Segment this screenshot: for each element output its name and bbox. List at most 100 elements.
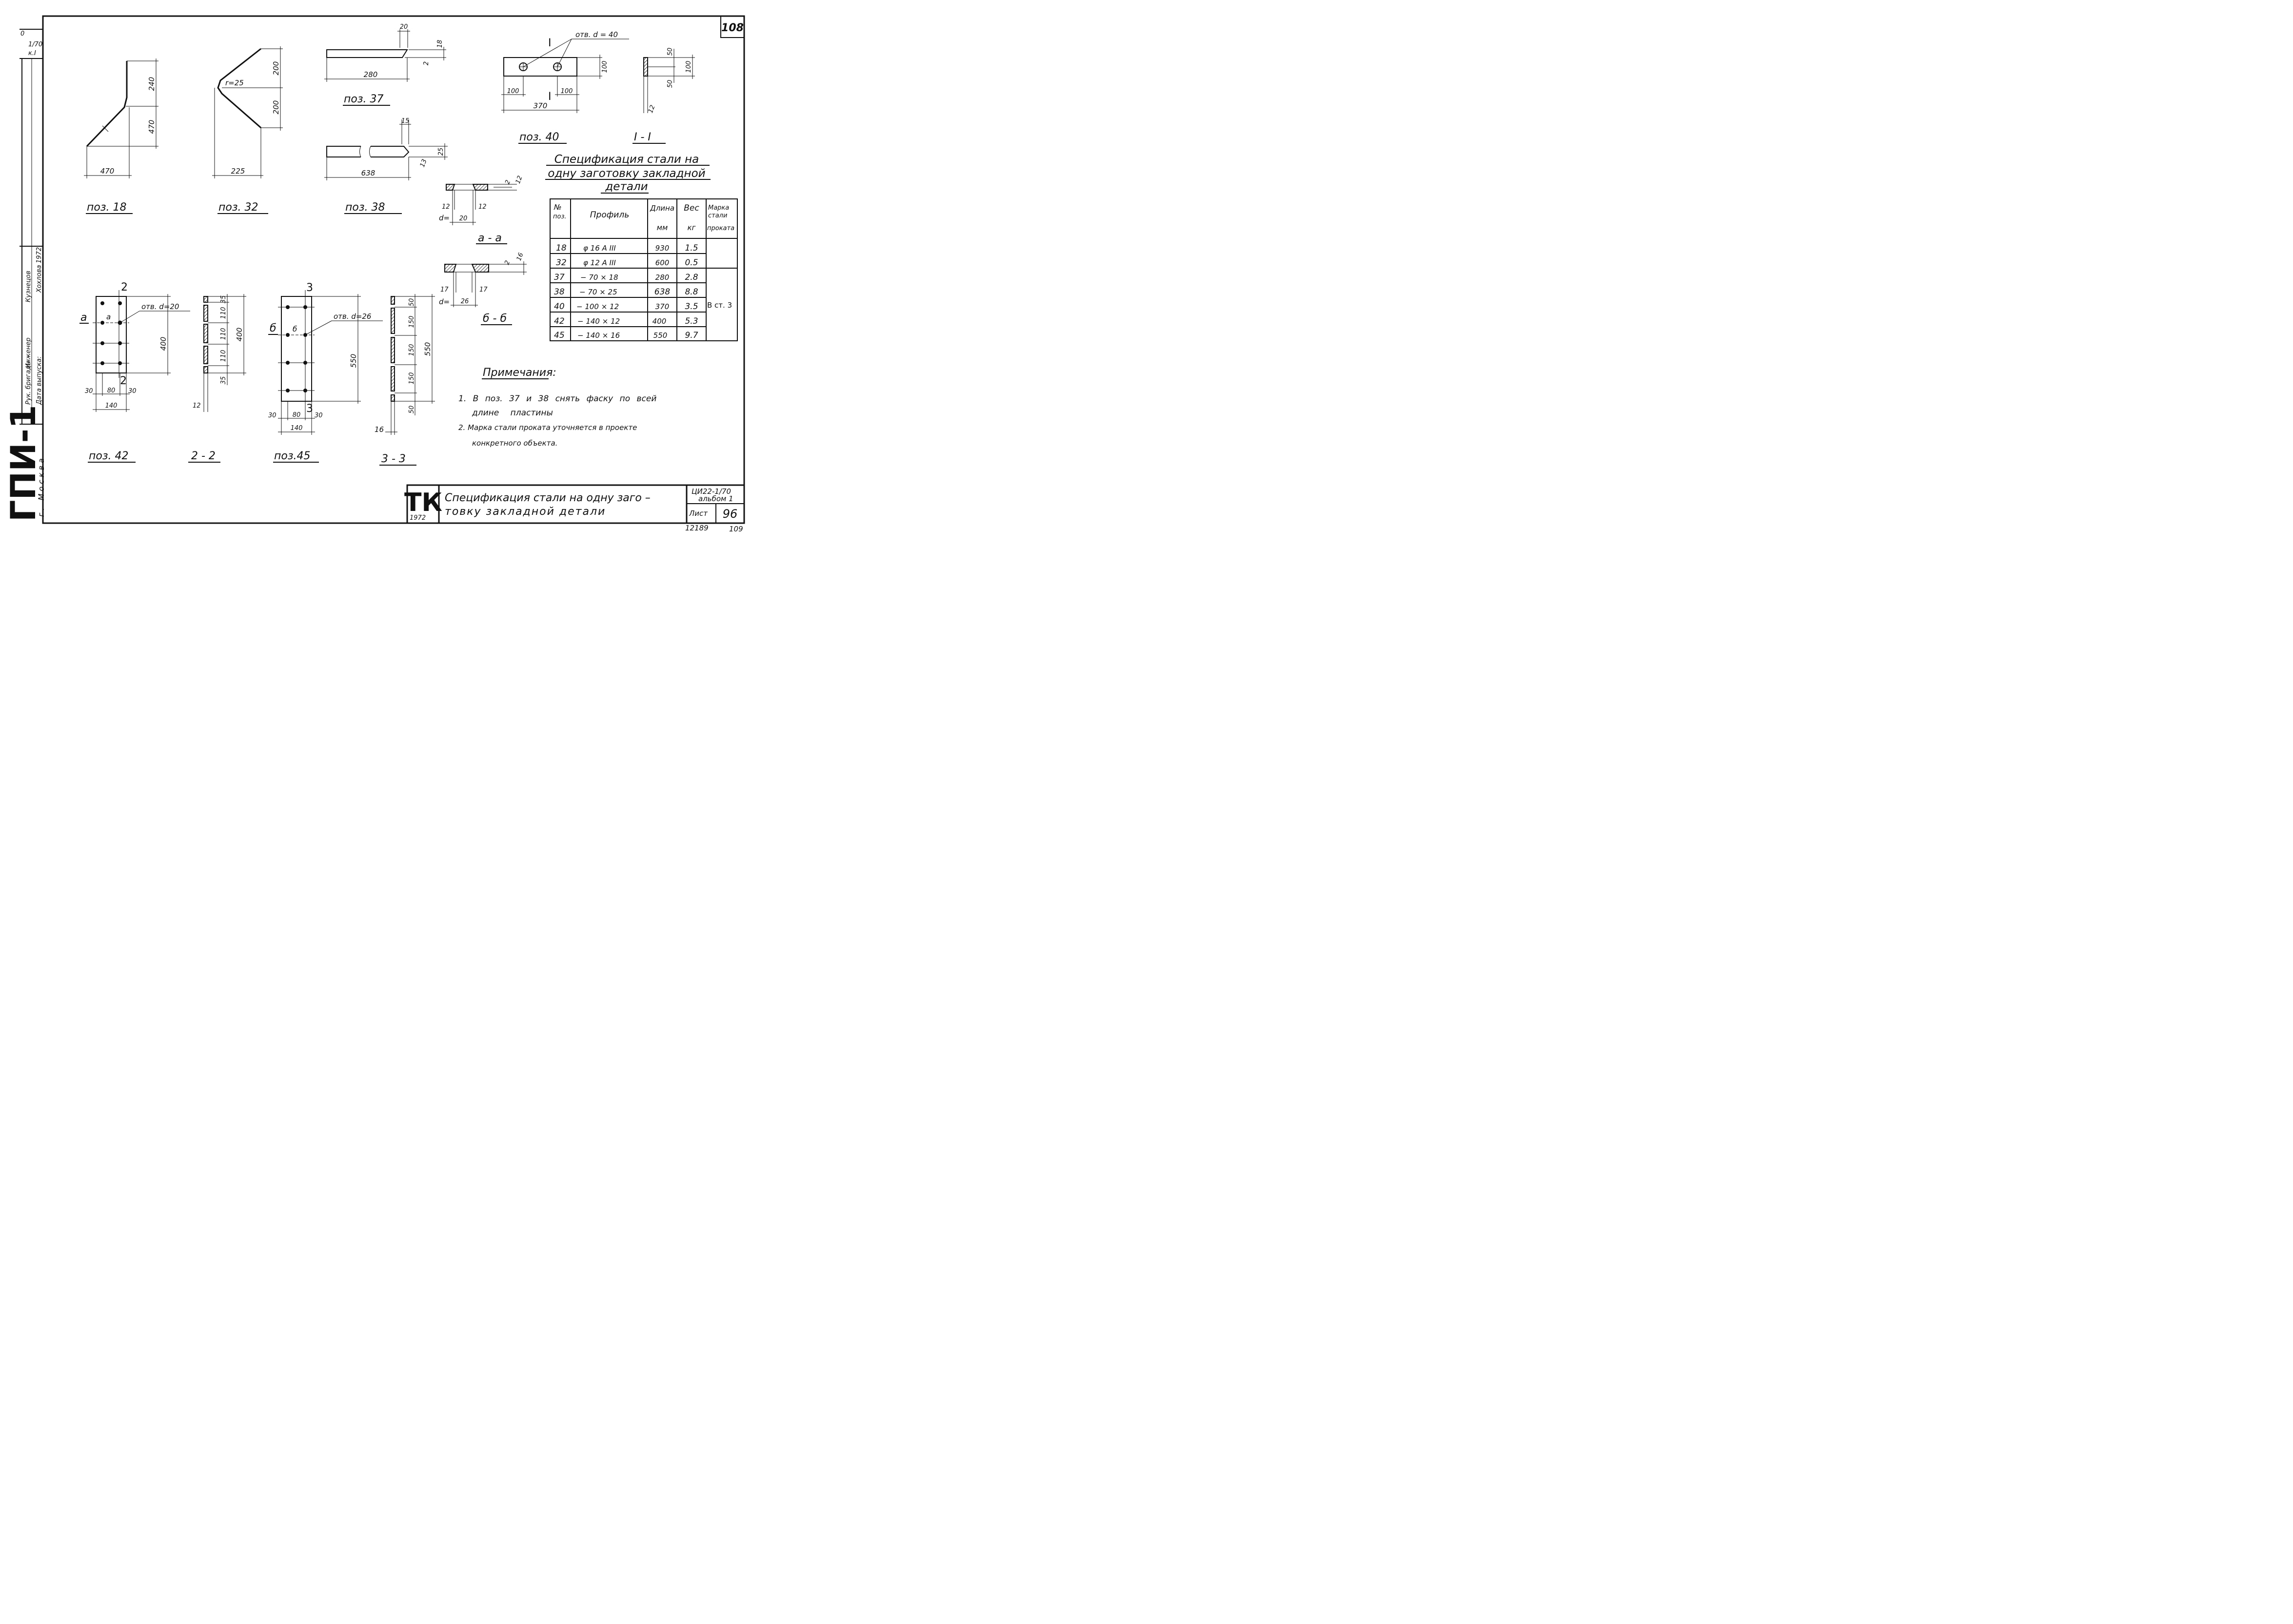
sheet-frame: [42, 15, 745, 524]
p32-radius: r=25: [225, 78, 244, 87]
s33-dim-50-b: 50: [408, 406, 415, 414]
p42-cut-a: а: [80, 312, 87, 324]
row-length: 370: [655, 302, 670, 311]
sbb-dim-17-r: 17: [479, 286, 488, 293]
title-block-year: 1972: [410, 514, 426, 522]
p37-dim-20: 20: [400, 23, 408, 31]
row-weight: 9.7: [685, 331, 698, 340]
th-pos-no: №: [553, 203, 562, 212]
sbb-dim-17-l: 17: [440, 286, 449, 293]
drawing-sheet: 108 12189 109 0 1/70 к.I Рук. бригады Ин…: [3, 15, 745, 533]
section-a-a-drawing: 2 12 12 12 d= 20: [439, 175, 524, 225]
s11-dim-12: 12: [647, 104, 657, 114]
p40-dim-100-v: 100: [601, 61, 609, 73]
title-block-line2: товку закладной детали: [445, 506, 606, 518]
p45-cut-3-bot: 3: [306, 403, 313, 415]
p32-dim-200-a: 200: [272, 61, 280, 76]
th-pos: поз.: [553, 213, 567, 220]
row-weight: 2.8: [685, 273, 698, 282]
section-1-1-title: I - I: [634, 131, 651, 143]
s22-dim-400: 400: [235, 328, 244, 342]
row-length: 280: [655, 273, 670, 282]
saa-dim-12-r: 12: [514, 175, 524, 185]
margin-role-0: Рук. бригады: [25, 361, 32, 405]
th-profile: Профиль: [590, 210, 629, 220]
row-weight: 8.8: [685, 287, 698, 297]
section-b-b-title: б - б: [483, 313, 507, 325]
margin-name-0: Кузнецов: [25, 271, 32, 302]
margin-stamp-0: 0: [20, 30, 24, 38]
part-18-title: поз. 18: [87, 201, 127, 214]
p42-dim-400: 400: [159, 337, 168, 351]
p42-dim-80: 80: [107, 387, 116, 394]
row-length: 550: [653, 331, 668, 340]
footer-left-number: 12189: [685, 524, 709, 532]
p18-dim-470-v: 470: [147, 120, 156, 134]
row-profile: − 70 × 25: [579, 288, 617, 296]
p32-dim-225: 225: [231, 167, 245, 176]
th-grade-2: стали: [708, 212, 727, 219]
p37-dim-280: 280: [364, 70, 378, 79]
sbb-dim-16: 16: [515, 252, 525, 262]
sbb-dim-2: 2: [503, 259, 512, 266]
title-block-sheet-label: Лист: [689, 509, 708, 518]
margin-name-2: 1972: [36, 247, 43, 263]
p42-cut-2-bot: 2: [120, 375, 127, 387]
margin-stamp-1: 1/70: [28, 41, 42, 48]
section-2-2-title: 2 - 2: [191, 450, 216, 462]
part-40-title: поз. 40: [519, 131, 559, 143]
part-45-drawing: отв. d=26 б б 3 3 550 30 80 30 140: [268, 282, 383, 435]
s22-dim-35-a: 35: [220, 295, 227, 304]
title-block-line1: Спецификация стали на одну заго –: [445, 492, 651, 504]
table-row: 18 φ 16 А III 930 1.5: [556, 243, 698, 253]
title-block-logo: ТК: [404, 488, 442, 517]
spec-table: № поз. Профиль Длина мм Вес кг Марка ста…: [550, 198, 738, 341]
p38-dim-13: 13: [419, 158, 429, 168]
row-profile: − 140 × 12: [577, 317, 620, 326]
p42-cut-a-inner: а: [106, 313, 111, 321]
p45-cut-b-inner: б: [293, 325, 297, 333]
part-45-title: поз.45: [274, 450, 311, 462]
s33-dim-150-a: 150: [408, 316, 415, 328]
left-margin-strip: 0 1/70 к.I Рук. бригады Инженер Дата вып…: [3, 29, 46, 522]
s11-dim-100: 100: [685, 61, 692, 73]
table-row: 32 φ 12 А III 600 0.5: [556, 258, 698, 268]
part-42-drawing: отв. d=20 а а 2 2 400 30 80 30 140: [79, 281, 190, 412]
part-38-title: поз. 38: [345, 201, 385, 214]
part-42-title: поз. 42: [89, 450, 129, 462]
row-length: 600: [655, 258, 670, 267]
th-weight: Вес: [684, 203, 699, 213]
part-32-title: поз. 32: [218, 201, 258, 214]
table-row: 40 − 100 × 12 370 3.5: [554, 302, 698, 312]
table-row: 38 − 70 × 25 638 8.8: [554, 287, 698, 297]
margin-name-1: Хохлова: [36, 265, 43, 293]
row-length: 930: [655, 244, 670, 253]
saa-d-label: d=: [439, 214, 450, 222]
title-block: ТК 1972 Спецификация стали на одну заго …: [404, 484, 745, 524]
row-pos: 45: [554, 331, 565, 340]
row-profile: − 100 × 12: [576, 302, 619, 311]
section-3-3-title: 3 - 3: [381, 453, 406, 465]
note-line-4: конкретного объекта.: [472, 439, 557, 448]
note-line-2: длине пластины: [472, 408, 553, 418]
notes-title: Примечания:: [483, 367, 556, 379]
p18-dim-470-h: 470: [100, 167, 115, 176]
p42-dim-30-r: 30: [128, 388, 137, 395]
p38-dim-638: 638: [361, 169, 376, 177]
sbb-d-label: d=: [439, 297, 450, 306]
row-pos: 40: [554, 302, 565, 312]
s22-dim-110-c: 110: [220, 350, 227, 362]
saa-dim-12-m: 12: [478, 203, 487, 211]
p45-cut-b: б: [270, 322, 277, 334]
p38-dim-15: 15: [401, 117, 410, 125]
saa-dim-12-l: 12: [442, 203, 450, 211]
part-40-drawing: отв. d = 40 I I 100 100 100 370: [501, 30, 629, 113]
section-2-2-drawing: 35 110 110 110 35 400 12: [193, 294, 246, 412]
p45-dim-30-l: 30: [268, 412, 277, 419]
p40-dim-100-r: 100: [561, 88, 573, 95]
row-profile: − 140 × 16: [577, 331, 620, 340]
title-block-album: альбом 1: [698, 494, 733, 503]
notes-block: Примечания: 1. В поз. 37 и 38 снять фаск…: [458, 367, 656, 448]
th-grade-3: проката: [707, 225, 734, 232]
p40-cut-bottom: I: [548, 91, 552, 103]
